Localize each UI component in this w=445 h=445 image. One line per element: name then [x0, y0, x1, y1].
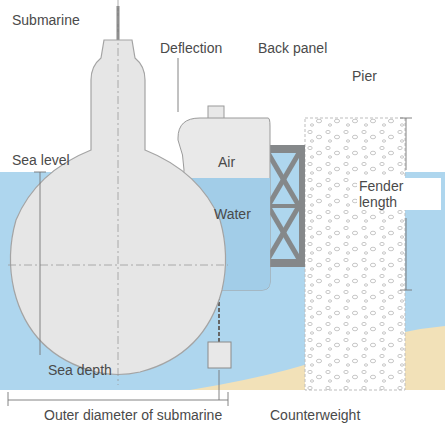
part-label: Deflection [160, 40, 222, 56]
part-label: Back panel [258, 40, 327, 56]
fender-text: Water [214, 206, 251, 222]
fender-text: Air [218, 154, 235, 170]
part-label: Counterweight [270, 407, 360, 423]
fender-node: AirWater [178, 118, 270, 290]
part-label: Pier [352, 68, 377, 84]
dimension-lines [8, 58, 412, 406]
submarine [8, 0, 228, 385]
dimension-label: Fender length [357, 178, 441, 210]
pier [305, 118, 405, 390]
dimension-label: Outer diameter of submarine [44, 407, 222, 423]
dimension-label: Sea depth [48, 362, 112, 378]
part-label: Sea level [12, 152, 70, 168]
pier-texture [305, 118, 405, 390]
part-label: Submarine [12, 12, 80, 28]
